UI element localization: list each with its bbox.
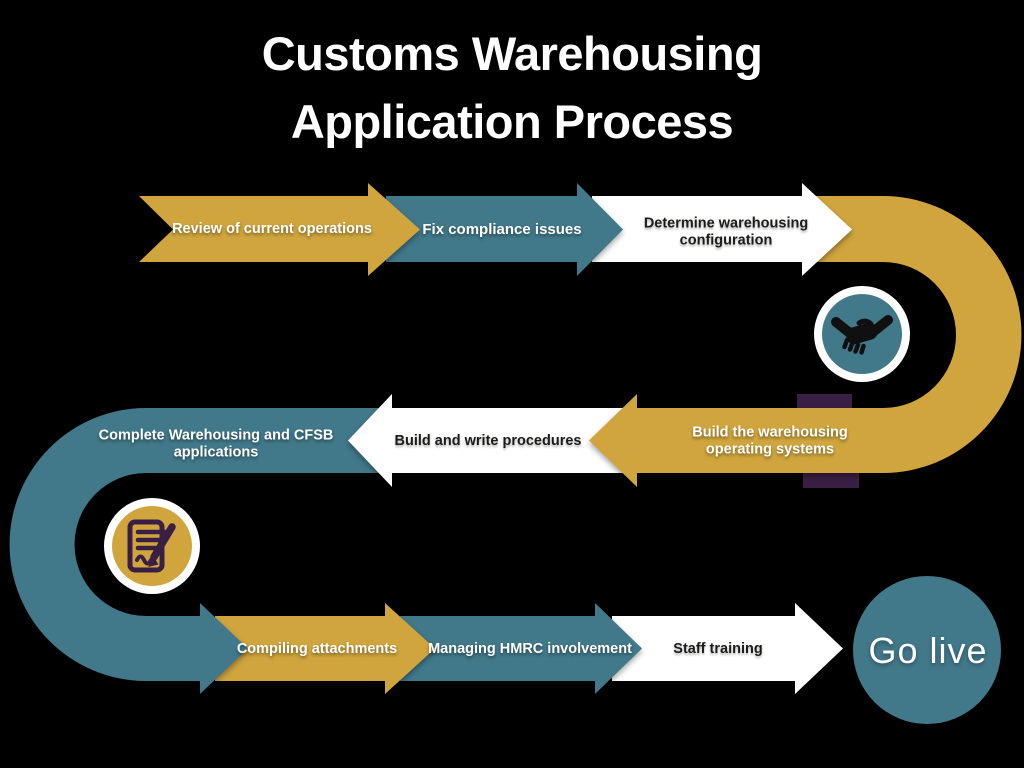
handshake-badge bbox=[814, 286, 910, 382]
step-7-label: Compiling attachments bbox=[236, 640, 398, 657]
step-3-label: Determine warehousing configuration bbox=[643, 215, 809, 249]
document-pen-icon bbox=[127, 519, 176, 573]
step-8-arrow bbox=[400, 603, 642, 694]
gold-u-turn-connector bbox=[589, 196, 1022, 487]
teal-u-turn-connector bbox=[9, 408, 396, 694]
step-2-label: Fix compliance issues bbox=[422, 220, 582, 238]
step-8-label: Managing HMRC involvement bbox=[428, 640, 632, 657]
step-5-label: Build and write procedures bbox=[394, 432, 582, 449]
title-line-1: Customs Warehousing bbox=[261, 27, 763, 80]
document-badge bbox=[104, 498, 200, 594]
step-2-arrow bbox=[386, 183, 623, 276]
purple-accent-top bbox=[797, 394, 852, 408]
page-title: Customs Warehousing Application Process bbox=[0, 20, 1024, 156]
step-7-arrow bbox=[215, 603, 435, 694]
purple-accent-bottom bbox=[803, 473, 859, 488]
go-live-label: Go live bbox=[868, 629, 988, 671]
step-4-label: Build the warehousing operating systems bbox=[692, 424, 848, 458]
step-5-arrow bbox=[348, 394, 645, 487]
step-9-label: Staff training bbox=[673, 640, 763, 657]
step-6-label: Complete Warehousing and CFSB applicatio… bbox=[98, 427, 334, 461]
step-1-label: Review of current operations bbox=[172, 220, 372, 237]
title-line-2: Application Process bbox=[290, 95, 734, 148]
handshake-icon bbox=[831, 315, 893, 355]
step-3-arrow bbox=[592, 183, 852, 276]
go-live-circle bbox=[853, 576, 1001, 724]
step-9-arrow bbox=[612, 603, 843, 694]
step-1-arrow bbox=[139, 183, 420, 276]
